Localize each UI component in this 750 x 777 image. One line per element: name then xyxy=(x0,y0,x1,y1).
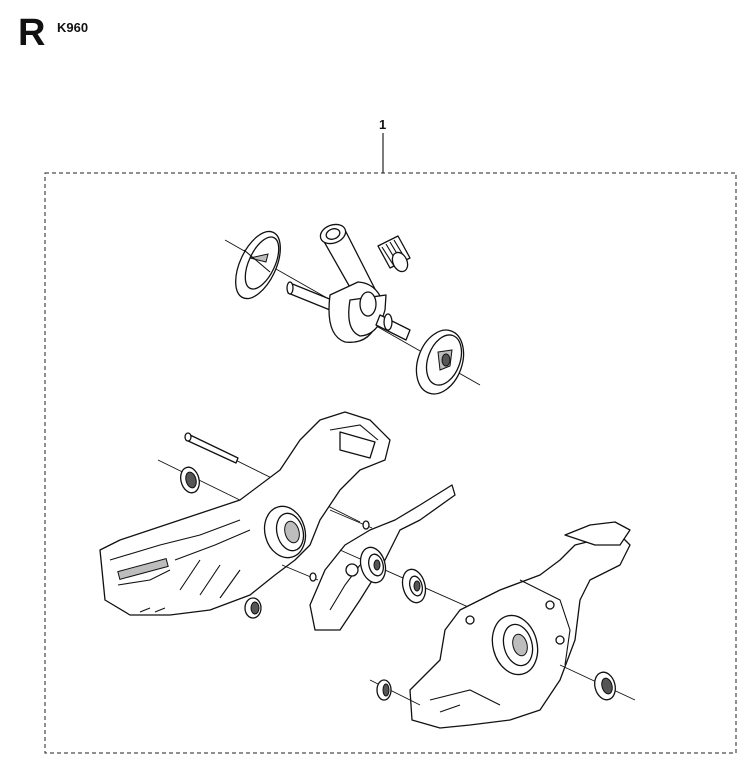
callout-label-1: 1 xyxy=(379,117,387,132)
oil-seal-right xyxy=(559,664,636,701)
crank-web-left xyxy=(235,230,281,300)
rubber-plug-right xyxy=(369,679,421,706)
crankcase-left-half xyxy=(99,411,391,619)
model-code: K960 xyxy=(57,20,89,35)
main-bearing-right xyxy=(401,568,427,604)
crank-counterweight xyxy=(328,281,387,343)
section-letter: R xyxy=(18,12,46,54)
needle-bearing xyxy=(377,235,411,273)
main-bearing-left xyxy=(339,546,521,631)
crankcase-right-half xyxy=(409,521,631,729)
crankshaft-assembly xyxy=(224,223,481,395)
kit-boundary-box xyxy=(44,172,737,754)
oil-seal-left xyxy=(157,459,251,506)
crank-web-right xyxy=(415,329,465,395)
rubber-plug-left xyxy=(244,597,262,619)
